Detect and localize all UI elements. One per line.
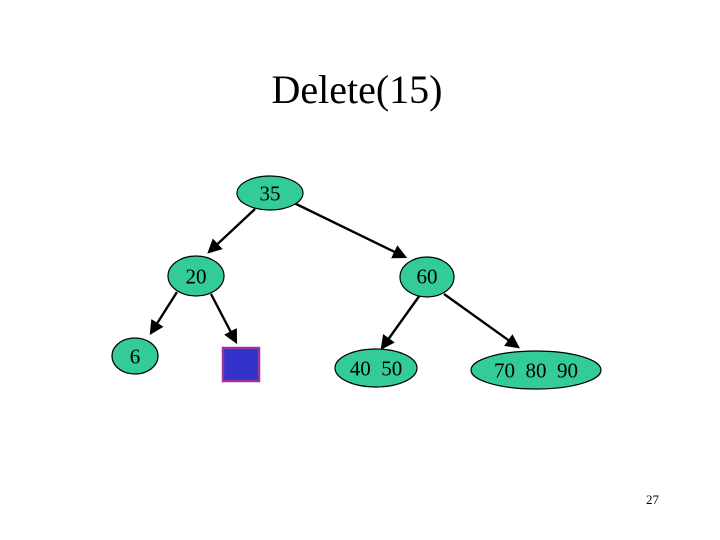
node-20-label: 20 xyxy=(185,264,207,289)
node-70-80-90 xyxy=(470,350,602,390)
deleted-node-square xyxy=(221,346,261,383)
edge-60-to-70-80-90 xyxy=(443,293,520,349)
page-number: 27 xyxy=(646,492,659,507)
node-60-label: 60 xyxy=(416,264,438,289)
node-60 xyxy=(399,256,455,298)
node-70-80-90-label: 70 80 90 xyxy=(494,358,578,383)
node-6-label: 6 xyxy=(129,344,141,369)
node-35 xyxy=(236,175,304,211)
edge-35-to-60 xyxy=(291,200,408,259)
node-35-label: 35 xyxy=(259,181,281,206)
node-40-50-label: 40 50 xyxy=(349,356,403,381)
node-6 xyxy=(111,337,159,375)
edge-60-to-40-50 xyxy=(380,294,421,350)
node-40-50 xyxy=(334,348,418,388)
edge-20-to-deleted xyxy=(209,293,238,345)
node-20 xyxy=(167,255,225,297)
edge-35-to-20 xyxy=(207,208,256,254)
edge-20-to-6 xyxy=(149,291,179,336)
slide-title: Delete(15) xyxy=(271,67,443,112)
